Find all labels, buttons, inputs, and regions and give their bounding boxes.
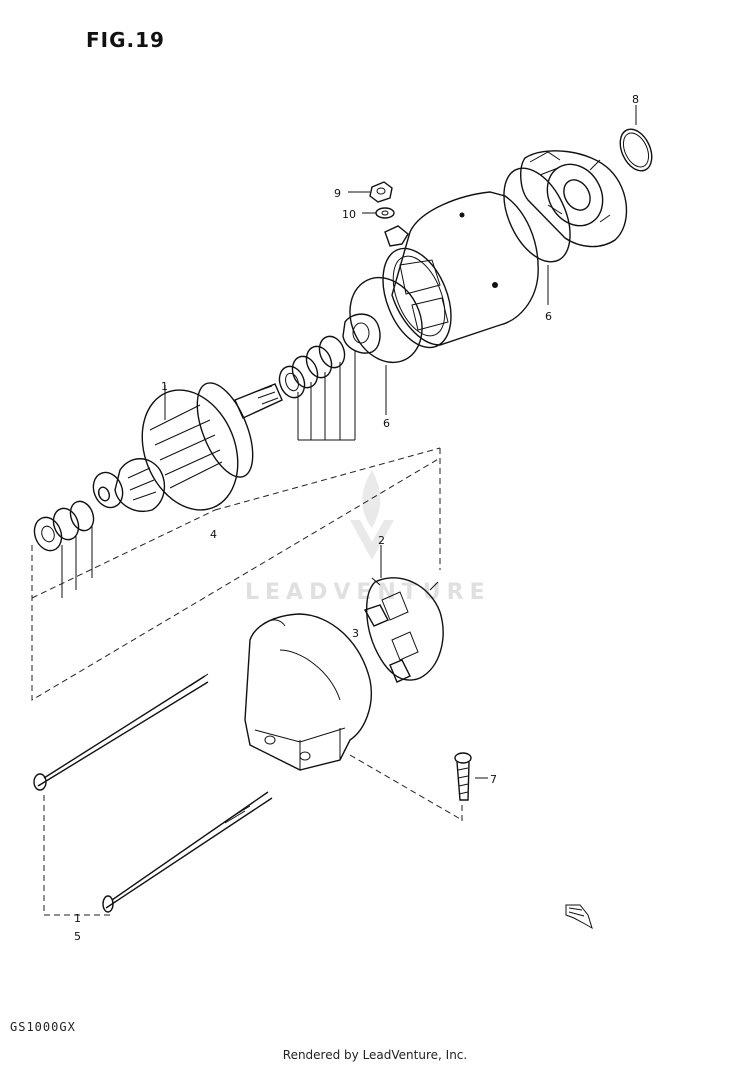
o-ring-part-6-front[interactable]: [337, 266, 436, 374]
callout-2: 2: [378, 534, 385, 547]
brush-holder-part-2[interactable]: [365, 577, 444, 681]
callout-1-bottom: 1: [74, 912, 81, 925]
brush-set-part-3[interactable]: [363, 604, 411, 683]
leadventure-logo-icon: [350, 470, 394, 560]
gasket-ring-6-rear[interactable]: [490, 158, 583, 272]
callout-5: 5: [74, 930, 81, 943]
callout-leaders: [164, 105, 637, 779]
nut-part-9[interactable]: [369, 181, 393, 203]
front-washer-set[interactable]: [30, 498, 97, 554]
callout-9: 9: [334, 187, 341, 200]
through-bolt-lower[interactable]: [102, 791, 273, 913]
o-ring-part-8[interactable]: [614, 124, 658, 176]
stamp-mark-icon: [565, 904, 593, 930]
model-code: GS1000GX: [10, 1020, 76, 1034]
armature-part-1[interactable]: [88, 375, 283, 524]
callout-6-rear: 6: [545, 310, 552, 323]
lock-plate[interactable]: [342, 313, 381, 354]
callout-8: 8: [632, 93, 639, 106]
watermark-text: LEADVENTURE: [245, 580, 491, 605]
figure-title: FIG.19: [86, 28, 165, 52]
rear-end-cover[interactable]: [520, 150, 628, 248]
washer-part-10[interactable]: [375, 207, 395, 219]
callout-4: 4: [210, 528, 217, 541]
through-bolt-upper[interactable]: [33, 673, 209, 791]
shim-washer-stack[interactable]: [275, 333, 348, 401]
assembly-group-lines: [31, 350, 463, 916]
render-credit: Rendered by LeadVenture, Inc.: [282, 1048, 468, 1062]
callout-1: 1: [161, 380, 168, 393]
front-housing-cover[interactable]: [244, 613, 372, 771]
callout-3: 3: [352, 627, 359, 640]
callout-7: 7: [490, 773, 497, 786]
callout-10: 10: [342, 208, 356, 221]
callout-6-front: 6: [383, 417, 390, 430]
screw-part-7[interactable]: [454, 752, 472, 801]
yoke-housing[interactable]: [370, 191, 539, 357]
